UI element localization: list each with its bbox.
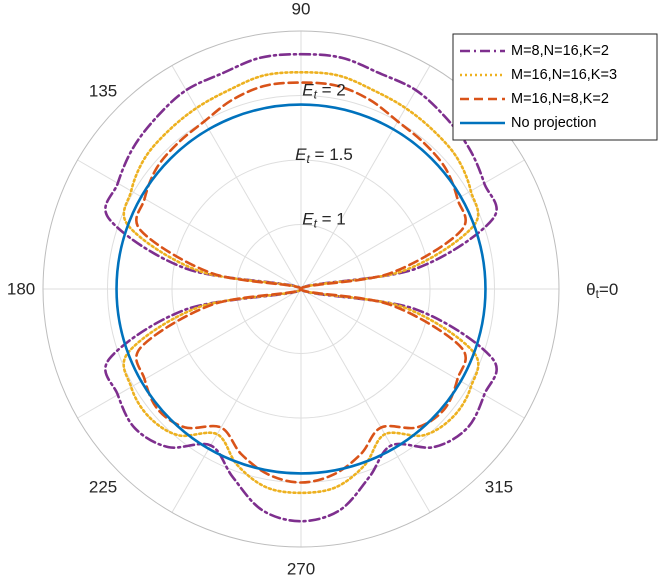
- grid-circle: [236, 224, 366, 354]
- series-no-projection: [115, 103, 487, 475]
- legend: M=8,N=16,K=2M=16,N=16,K=3M=16,N=8,K=2 No …: [452, 33, 658, 141]
- radial-label: Et = 1.5: [295, 145, 353, 167]
- angle-label-90: 90: [292, 0, 311, 19]
- axis-labels: 90 135 180 225 270 315 θt=0 Et = 1 Et = 1.5 Et = …: [7, 0, 618, 578]
- angle-label-270: 270: [287, 559, 315, 578]
- legend-label: No projection: [511, 115, 596, 131]
- series-lines: [104, 52, 498, 523]
- legend-label: M=16,N=8,K=2: [511, 91, 609, 107]
- angle-label-315: 315: [485, 477, 513, 496]
- outer-circle: [42, 30, 560, 548]
- angle-label-180: 180: [7, 280, 35, 299]
- series-m-16-n-8-k-2: [135, 81, 467, 484]
- angle-label-225: 225: [89, 477, 117, 496]
- legend-label: M=8,N=16,K=2: [511, 43, 609, 59]
- angle-label-135: 135: [89, 82, 117, 101]
- legend-label: M=16,N=16,K=3: [511, 67, 617, 83]
- grid-circle: [171, 159, 431, 419]
- radial-label: Et = 1: [302, 209, 346, 231]
- angle-label-0: θt=0: [586, 280, 618, 302]
- polar-grid: [42, 30, 560, 548]
- radial-label: Et = 2: [302, 80, 346, 102]
